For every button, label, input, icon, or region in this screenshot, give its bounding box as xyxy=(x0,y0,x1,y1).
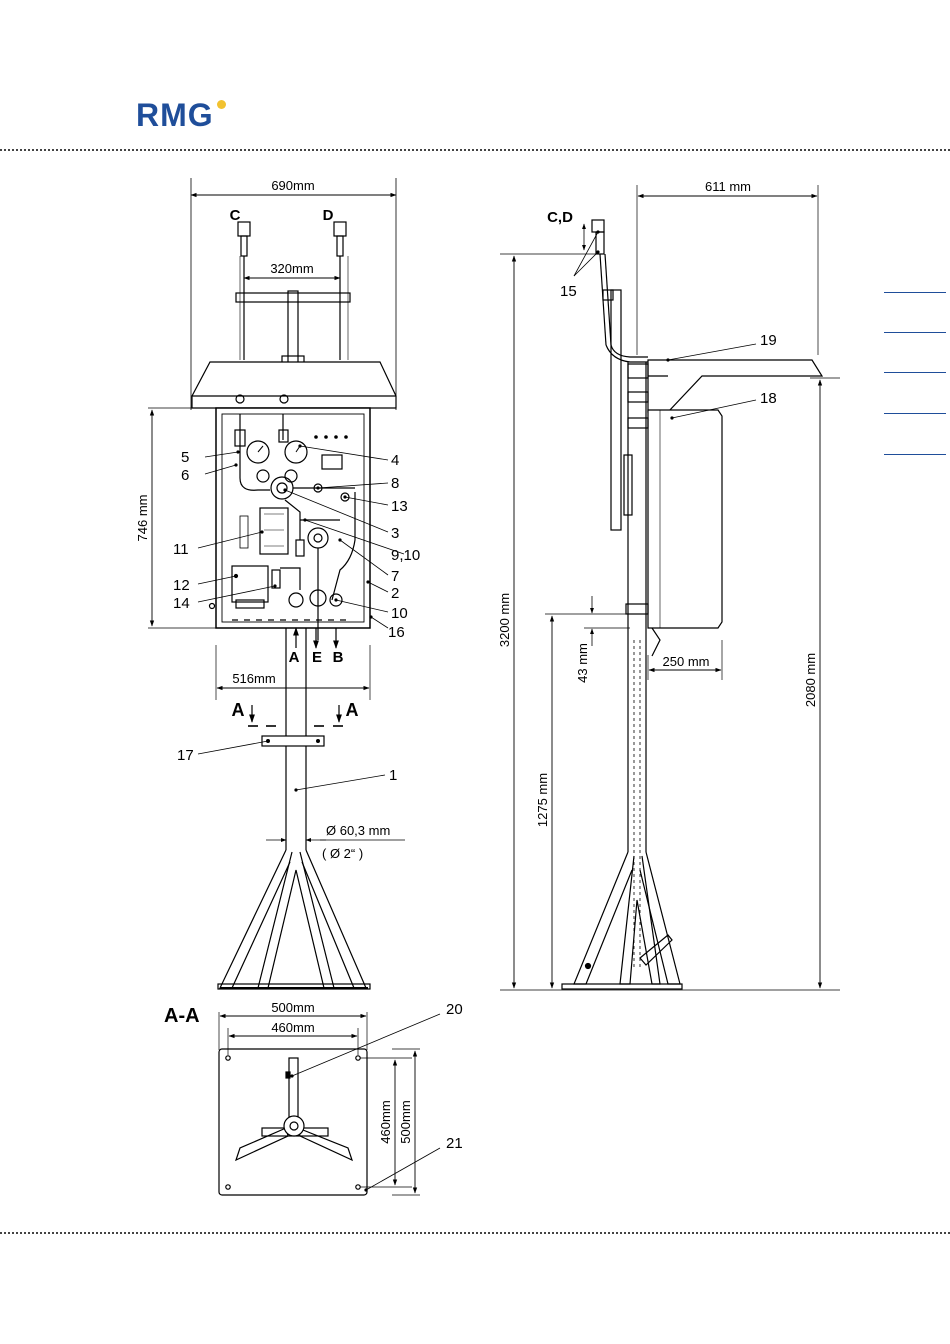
dim-pipe-diameter: Ø 60,3 mm xyxy=(326,823,390,838)
dim-cabinet-depth: 250 mm xyxy=(663,654,710,669)
dim-frame-width: 516mm xyxy=(232,671,275,686)
callout-8: 8 xyxy=(391,475,399,492)
callout-12: 12 xyxy=(173,577,190,594)
dim-side-depth: 611 mm xyxy=(705,179,751,194)
callout-1: 1 xyxy=(389,767,397,784)
callout-6: 6 xyxy=(181,467,189,484)
callout-20: 20 xyxy=(446,1001,463,1018)
port-label-a: A xyxy=(289,649,300,666)
dim-total-height: 3200 mm xyxy=(497,593,512,647)
section-mark-left: A xyxy=(232,700,245,720)
dim-cabinet-height: 746 mm xyxy=(135,495,150,542)
callout-7: 7 xyxy=(391,568,399,585)
dim-cabinet-base-height: 1275 mm xyxy=(535,773,550,827)
callout-11: 11 xyxy=(173,541,189,558)
callout-10: 10 xyxy=(391,605,408,622)
dim-offset-43: 43 mm xyxy=(575,643,590,683)
callout-13: 13 xyxy=(391,498,408,515)
callout-19: 19 xyxy=(760,332,777,349)
port-label-b: B xyxy=(333,649,344,666)
dim-hole-spacing-vertical: 460mm xyxy=(378,1100,393,1143)
section-leaders xyxy=(292,1014,440,1190)
callout-2: 2 xyxy=(391,585,399,602)
callout-16: 16 xyxy=(388,624,405,641)
callout-5: 5 xyxy=(181,449,189,466)
dim-plate-height: 500mm xyxy=(398,1100,413,1143)
callout-14: 14 xyxy=(173,595,190,612)
side-view xyxy=(500,185,840,990)
dim-hole-spacing: 460mm xyxy=(271,1020,314,1035)
port-label-c: C xyxy=(230,207,241,224)
dim-plate-width: 500mm xyxy=(271,1000,314,1015)
section-title: A-A xyxy=(164,1005,200,1027)
dim-roof-height: 2080 mm xyxy=(803,653,818,707)
dim-overall-width: 690mm xyxy=(271,178,314,193)
callout-15: 15 xyxy=(560,283,577,300)
callout-4: 4 xyxy=(391,452,399,469)
port-label-e: E xyxy=(312,649,322,666)
callout-21: 21 xyxy=(446,1135,463,1152)
callout-3: 3 xyxy=(391,525,399,542)
section-mark-right: A xyxy=(346,700,359,720)
side-label-cd: C,D xyxy=(547,209,573,226)
callout-18: 18 xyxy=(760,390,777,407)
dim-post-spacing: 320mm xyxy=(270,261,313,276)
callout-17: 17 xyxy=(177,747,194,764)
callout-9-10: 9,10 xyxy=(391,547,420,564)
port-label-d: D xyxy=(323,207,334,224)
dim-pipe-diameter-inch: ( Ø 2“ ) xyxy=(322,846,363,861)
